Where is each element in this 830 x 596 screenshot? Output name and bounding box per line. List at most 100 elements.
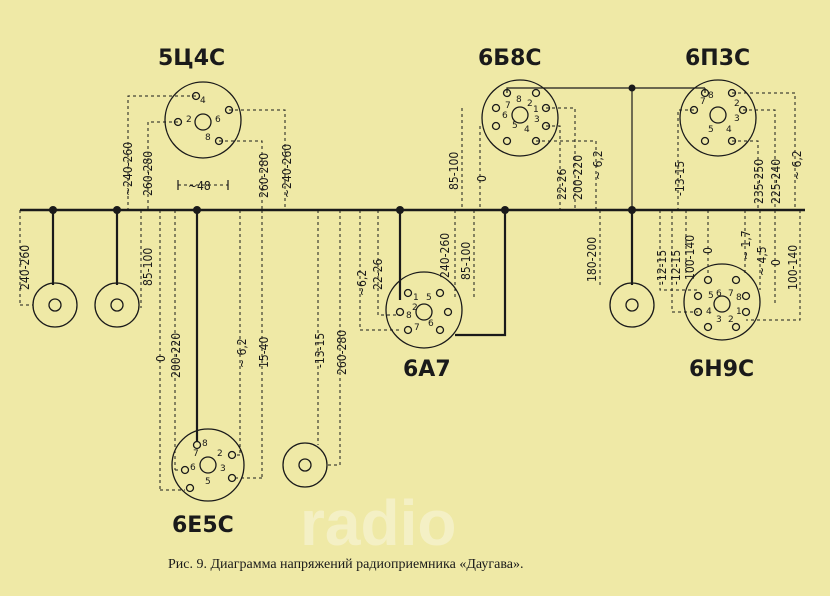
voltage-label: 0	[475, 175, 489, 182]
pin-hole	[180, 465, 190, 475]
pin-hole	[192, 440, 202, 450]
socket-key	[709, 106, 727, 124]
pin-label: 2	[734, 99, 740, 109]
lead-line	[219, 140, 263, 210]
pin-hole	[403, 288, 413, 298]
voltage-label: 240-260	[18, 245, 32, 290]
voltage-label: ~ 6,2	[235, 338, 249, 368]
tube-6b8s: 6Б8С 8 7 6 2 1 3 4 5 85-100 0 22-26 200-…	[447, 46, 636, 210]
pin-label: 4	[726, 125, 732, 135]
tube-5c4s: 5Ц4С 4 2 6 8 ~48 ~240-260 260-280 260-28…	[121, 46, 294, 210]
socket-circle	[94, 282, 140, 328]
tube-6n9s: 5 6 7 8 4 3 2 1 6Н9С -12-15 -12-15 100-1…	[655, 210, 801, 382]
pin-label: 6	[215, 115, 221, 125]
pin-label: 5	[205, 477, 211, 487]
plate-wire	[506, 87, 632, 93]
tube-socket-6b8s	[481, 79, 559, 157]
pin-label: 7	[700, 97, 706, 107]
voltage-label: 100-140	[683, 235, 697, 280]
lead-line	[327, 210, 341, 466]
lead-line	[229, 109, 286, 210]
lead-line	[536, 140, 597, 210]
pin-label: 8	[708, 91, 714, 101]
pin-hole	[395, 307, 405, 317]
pin-label: 6	[428, 319, 434, 329]
pin-label: 7	[414, 323, 420, 333]
pin-hole	[227, 473, 237, 483]
pin-label: 3	[534, 115, 540, 125]
lead-line	[359, 210, 400, 331]
voltage-label: 235-250	[752, 159, 766, 204]
pin-hole	[403, 325, 413, 335]
voltage-label: ~6,2	[355, 270, 369, 296]
voltage-label: -12-15	[669, 250, 683, 285]
pin-label: 5	[512, 121, 518, 131]
pin-hole	[502, 136, 512, 146]
socket-key	[415, 303, 433, 321]
pin-label: 1	[533, 105, 539, 115]
socket-key	[194, 113, 212, 131]
voltage-label: 22-26	[555, 169, 569, 200]
voltage-label: 85-100	[459, 242, 473, 280]
pin-label: 2	[527, 99, 533, 109]
pin-label: 5	[708, 125, 714, 135]
socket-key	[199, 456, 217, 474]
pin-label: 6	[502, 111, 508, 121]
socket-hole	[110, 298, 124, 312]
voltage-label: 260-280	[141, 151, 155, 196]
lead-line	[659, 210, 698, 291]
lead-line	[732, 92, 796, 210]
figure-caption: Рис. 9. Диаграмма напряжений радиоприемн…	[168, 557, 524, 572]
voltage-label: 200-220	[571, 155, 585, 200]
pin-label: 3	[220, 464, 226, 474]
pin-label: 2	[728, 315, 734, 325]
voltage-label: -13-15	[313, 333, 327, 368]
tube-6a7: 1 2 8 7 6 5 6А7 ~6,2 22-26 240-260 85-10…	[355, 210, 507, 382]
tube-socket-6a7	[385, 271, 463, 349]
voltage-label: 100-140	[786, 245, 800, 290]
voltage-label: 22-26	[371, 259, 385, 290]
voltage-label: 0	[701, 247, 715, 254]
pin-hole	[703, 322, 713, 332]
lead-line	[671, 210, 698, 313]
voltage-label: 85-100	[141, 248, 155, 286]
pin-label: 2	[412, 303, 418, 313]
left-indicator-sockets: 240-260 85-100	[18, 210, 155, 328]
tube-label-6e5s: 6Е5С	[172, 513, 234, 538]
voltage-label: ~ 1,7	[739, 230, 753, 260]
pin-hole	[731, 275, 741, 285]
pin-label: 6	[716, 289, 722, 299]
lead-line	[743, 109, 776, 210]
pin-label: 1	[413, 293, 419, 303]
tube-label-6a7: 6А7	[403, 357, 451, 382]
voltage-label: 0	[769, 259, 783, 266]
pin-label: 8	[202, 439, 208, 449]
pin-label: 5	[708, 291, 714, 301]
voltage-label: 85-100	[447, 152, 461, 190]
tube-socket-6p3s	[679, 79, 757, 157]
socket-key	[713, 295, 731, 313]
pin-label: 8	[736, 293, 742, 303]
socket-hole	[48, 298, 62, 312]
pin-hole	[491, 103, 501, 113]
voltage-label: 15-40	[257, 337, 271, 368]
voltage-label: 0	[154, 355, 168, 362]
voltage-label: 260-280	[335, 330, 349, 375]
tube-socket-6e5s	[171, 428, 245, 502]
pin-label: 7	[728, 289, 734, 299]
pin-label: 7	[193, 449, 199, 459]
lead-line	[546, 107, 576, 210]
tube-label-6b8s: 6Б8С	[478, 46, 542, 71]
tube-6e5s: 8 7 6 2 3 5 6Е5С 0 200-220 ~ 6,2 15-40	[154, 210, 271, 538]
pin-hole	[741, 307, 751, 317]
pin-hole	[227, 450, 237, 460]
lead-line	[127, 95, 196, 210]
pin-label: 5	[426, 293, 432, 303]
pin-label: 6	[190, 463, 196, 473]
tube-label-5c4s: 5Ц4С	[158, 46, 225, 71]
voltage-label: 260-280	[257, 153, 271, 198]
voltage-label: 180-200	[585, 237, 599, 282]
mid-right-socket: 180-200	[585, 210, 655, 328]
lower-middle-socket: -13-15 260-280	[282, 210, 349, 488]
